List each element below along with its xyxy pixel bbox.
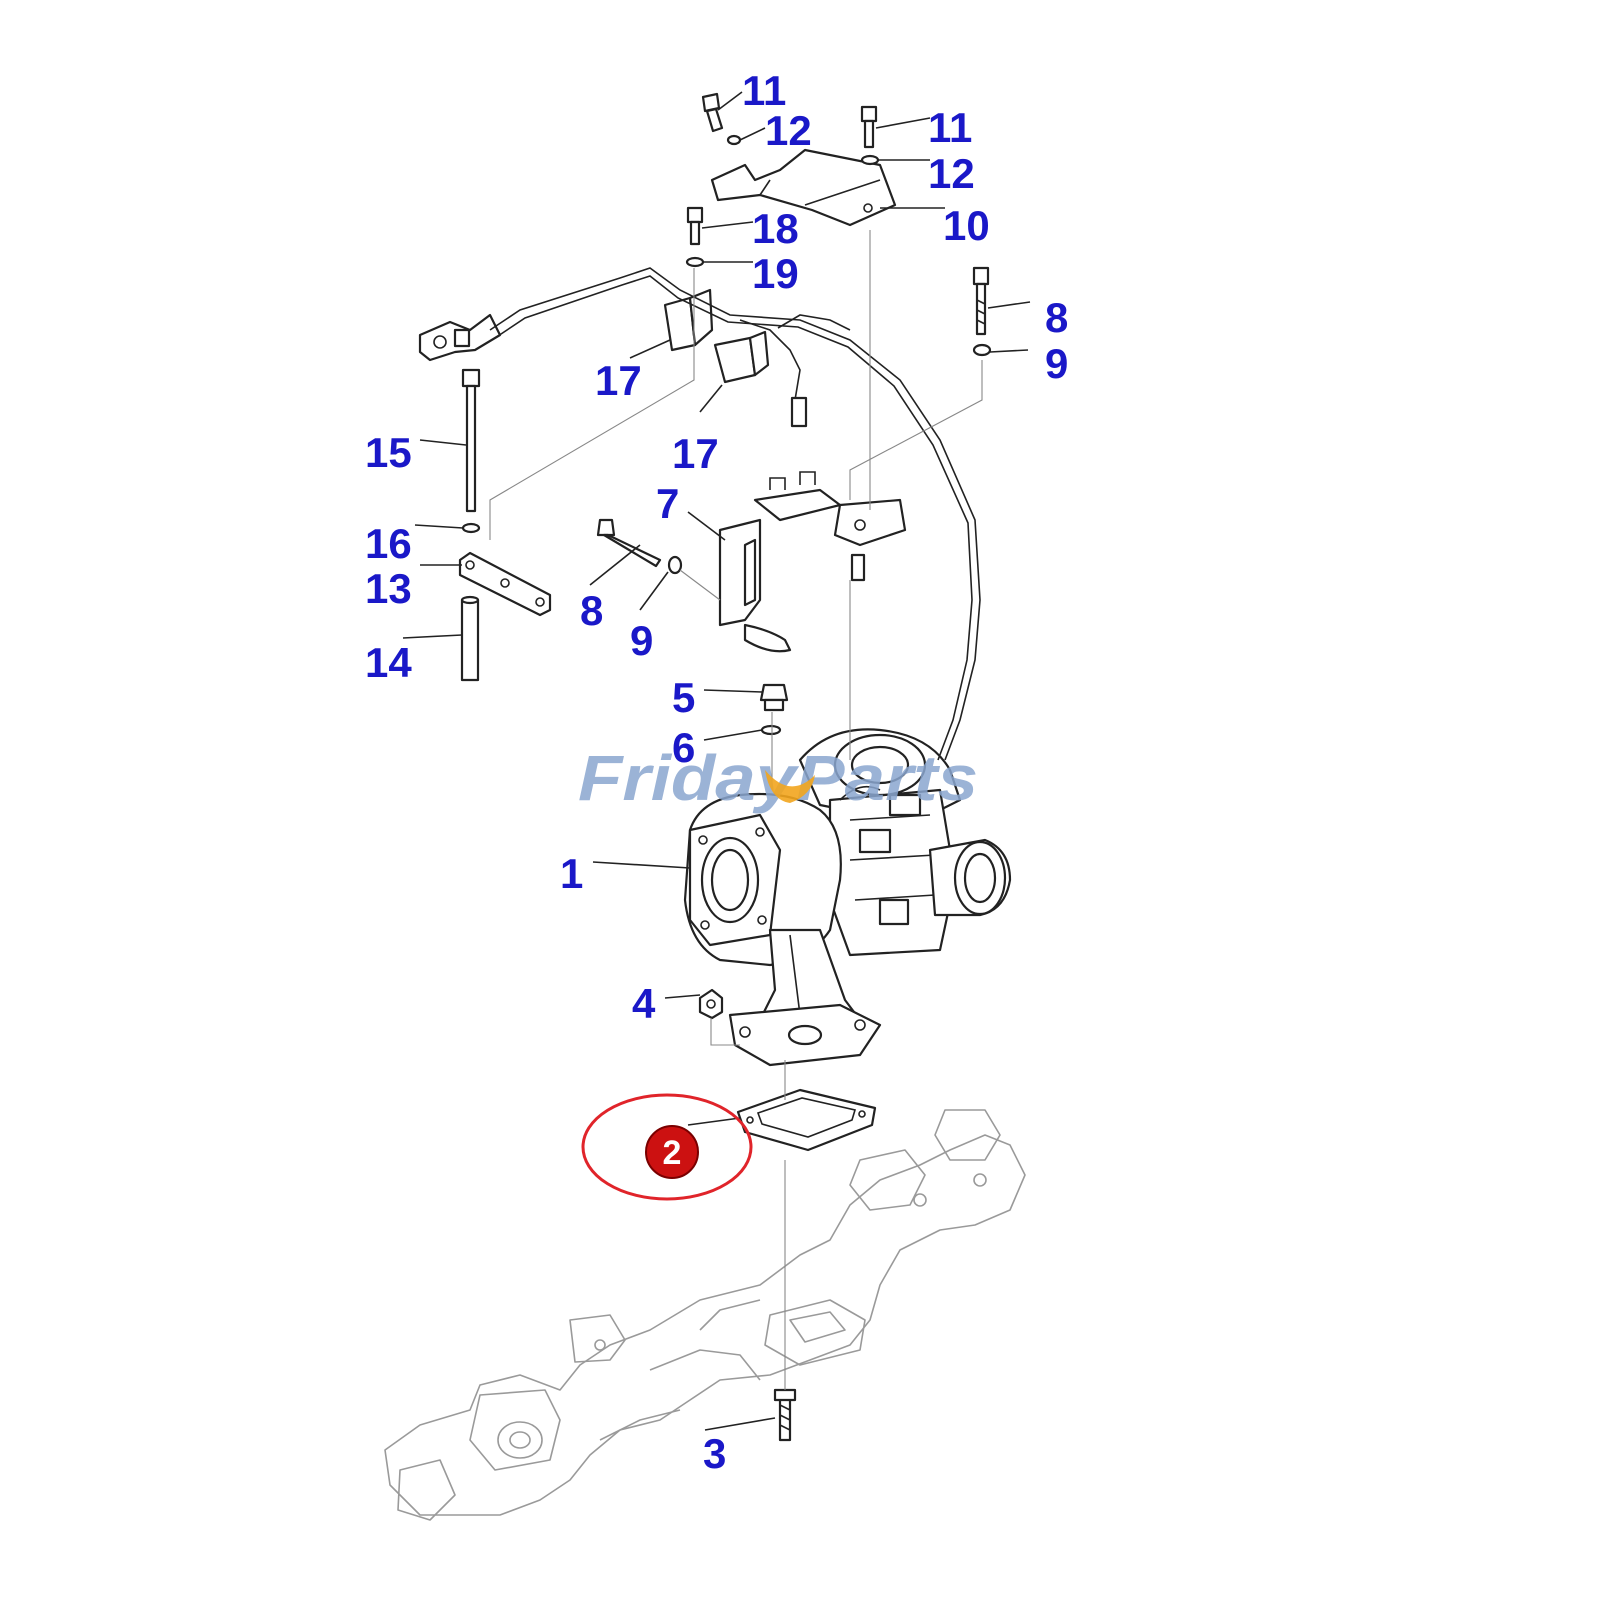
callout-17-upper: 17 — [595, 357, 642, 404]
bolt-8-upper — [972, 266, 990, 336]
callout-8-lower: 8 — [580, 587, 603, 634]
bracket-7 — [718, 471, 907, 653]
callout-2: 2 — [663, 1134, 682, 1172]
callout-18: 18 — [752, 205, 799, 252]
clamp-17-upper — [663, 288, 714, 352]
exhaust-manifold — [384, 1109, 1026, 1521]
callout-15: 15 — [365, 429, 412, 476]
gasket — [736, 1088, 877, 1152]
callout-3: 3 — [703, 1430, 726, 1477]
callout-12-left: 12 — [765, 107, 812, 154]
plate-10 — [710, 148, 897, 227]
washer-9-lower — [667, 555, 683, 575]
strap-13 — [458, 551, 552, 617]
clamp-17-lower — [713, 330, 770, 384]
callout-11-left: 11 — [742, 67, 786, 114]
callout-5: 5 — [672, 674, 695, 721]
o-ring-6 — [760, 724, 782, 736]
callout-8-upper: 8 — [1045, 294, 1068, 341]
bolt-15 — [461, 368, 481, 513]
callout-4: 4 — [632, 980, 656, 1027]
callout-7: 7 — [656, 480, 679, 527]
callout-1: 1 — [560, 850, 583, 897]
turbocharger — [683, 728, 1012, 1067]
callout-12-right: 12 — [928, 150, 975, 197]
bolt-11-left — [701, 92, 724, 133]
highlight-callout-2: 2 — [581, 1093, 753, 1201]
highlight-ring — [581, 1093, 753, 1201]
bolt-8-lower — [596, 518, 662, 568]
callout-17-lower: 17 — [672, 430, 719, 477]
leader-lines — [402, 91, 1031, 1431]
callout-labels: 1 3 4 5 6 7 8 8 9 9 10 11 11 12 12 13 14… — [365, 67, 1068, 1477]
watermark-swoosh — [765, 770, 815, 803]
callout-11-right: 11 — [928, 104, 972, 151]
watermark-text: FridayParts — [578, 742, 978, 814]
callout-13: 13 — [365, 565, 412, 612]
nut-4 — [698, 988, 724, 1020]
callout-9-upper: 9 — [1045, 340, 1068, 387]
plug-5 — [759, 683, 789, 712]
bolt-18 — [686, 206, 704, 246]
sensor-valve — [418, 313, 502, 362]
washer-12-left — [726, 134, 742, 146]
callout-19: 19 — [752, 250, 799, 297]
washer-16 — [461, 522, 481, 534]
callout-9-lower: 9 — [630, 617, 653, 664]
pipe-harness — [489, 267, 981, 761]
callout-16: 16 — [365, 520, 412, 567]
callout-10: 10 — [943, 202, 990, 249]
bolt-3 — [773, 1388, 797, 1442]
watermark: FridayParts — [578, 742, 978, 814]
washer-19 — [685, 256, 705, 268]
washer-12-right — [860, 154, 880, 166]
spacer-14 — [460, 595, 480, 682]
highlight-badge — [645, 1125, 699, 1179]
callout-6: 6 — [672, 724, 695, 771]
guide-lines — [489, 230, 983, 1390]
callout-14: 14 — [365, 639, 412, 686]
bolt-11-right — [860, 105, 878, 149]
washer-9-upper — [972, 343, 992, 357]
